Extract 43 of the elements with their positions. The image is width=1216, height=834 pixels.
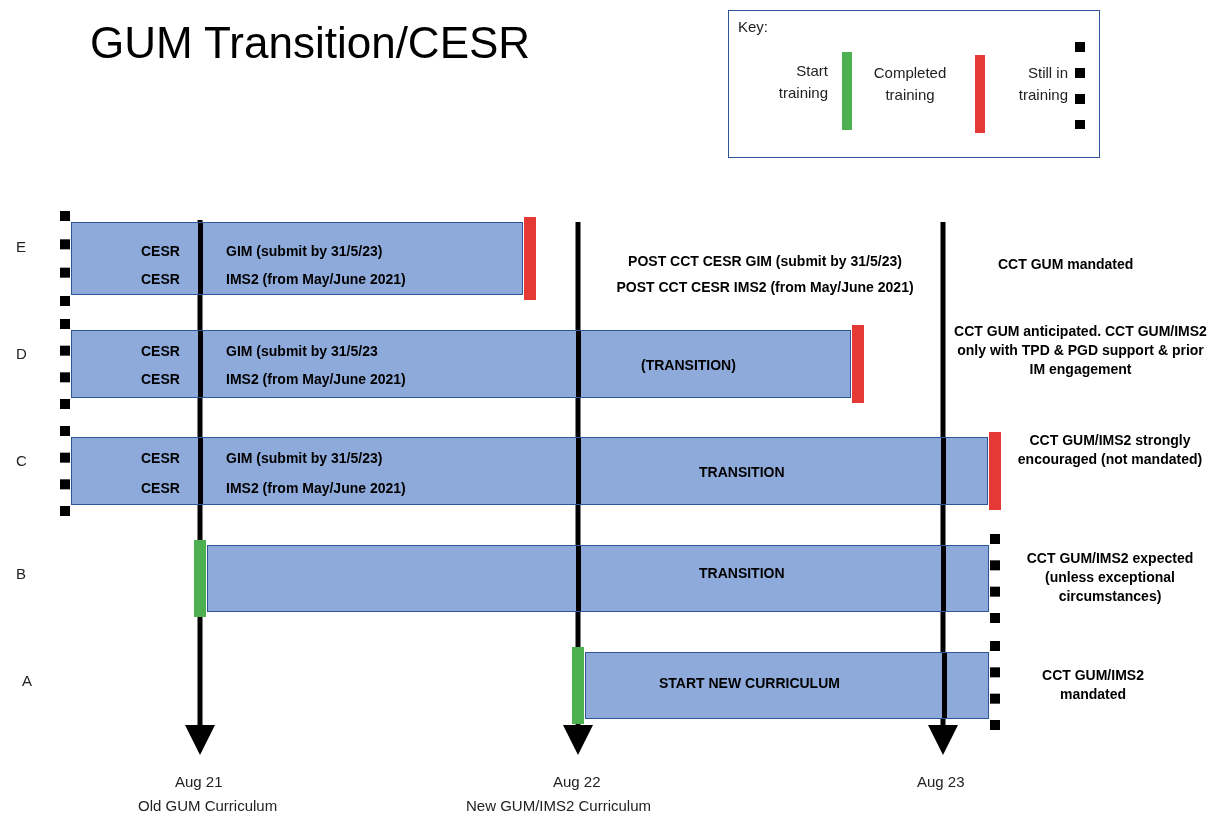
bar-text: CESR [141, 480, 180, 496]
bar-text: TRANSITION [699, 565, 785, 581]
bar-text: CESR [141, 343, 180, 359]
bar-text: IMS2 (from May/June 2021) [226, 271, 406, 287]
timeline-bar [71, 330, 851, 398]
date-label: Aug 21 [175, 773, 223, 790]
timeline-bar [71, 222, 523, 295]
bar-text: TRANSITION [699, 464, 785, 480]
legend-text: Completed training [872, 63, 948, 105]
outcome-text: CCT GUM/IMS2 expected (unless exceptional circumstances) [1025, 549, 1195, 606]
bar-text: IMS2 (from May/June 2021) [226, 480, 406, 496]
outcome-text: POST CCT CESR GIM (submit by 31/5/23) [627, 252, 903, 271]
bar-text: GIM (submit by 31/5/23) [226, 450, 383, 466]
bar-text: CESR [141, 271, 180, 287]
bar-text: CESR [141, 450, 180, 466]
bar-text: START NEW CURRICULUM [659, 675, 840, 691]
outcome-text: CCT GUM/IMS2 mandated [1041, 666, 1145, 704]
row-letter: A [22, 672, 32, 689]
date-label: Aug 23 [917, 773, 965, 790]
bar-text: CESR [141, 371, 180, 387]
timeline-bar [585, 652, 989, 719]
legend-text: Start training [777, 61, 828, 103]
date-label: Aug 22 [553, 773, 601, 790]
row-letter: B [16, 565, 26, 582]
timeline-bar [71, 437, 988, 505]
outcome-text: CCT GUM anticipated. CCT GUM/IMS2 only with TPD & PGD support & prior IM engagement [953, 322, 1208, 379]
row-letter: C [16, 452, 27, 469]
title: GUM Transition/CESR [90, 18, 531, 68]
axis-caption: New GUM/IMS2 Curriculum [466, 797, 652, 814]
bar-text: IMS2 (from May/June 2021) [226, 371, 406, 387]
bar-text: GIM (submit by 31/5/23 [226, 343, 378, 359]
outcome-text: CCT GUM mandated [998, 256, 1134, 272]
bar-text: CESR [141, 243, 180, 259]
axis-caption: Old GUM Curriculum [138, 797, 278, 814]
outcome-text: CCT GUM/IMS2 strongly encouraged (not mandated) [1016, 431, 1204, 469]
row-letter: D [16, 345, 27, 362]
bar-text: (TRANSITION) [641, 357, 736, 373]
row-letter: E [16, 238, 26, 255]
legend-text: Still in training [1017, 63, 1068, 105]
timeline-bar [207, 545, 989, 612]
bar-text: GIM (submit by 31/5/23) [226, 243, 383, 259]
key-heading: Key: [738, 18, 768, 35]
outcome-text: POST CCT CESR IMS2 (from May/June 2021) [615, 278, 915, 297]
